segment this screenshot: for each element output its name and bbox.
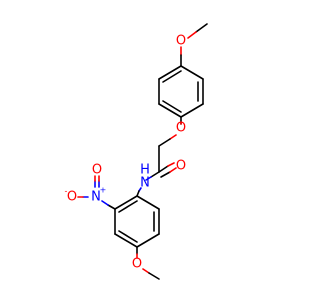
bond-methyl-top: [195, 23, 208, 33]
ring1-bond-ab: [180, 65, 204, 80]
atom-o-methoxy-top: O: [176, 34, 186, 49]
bond-c-n-b: [145, 176, 152, 181]
atom-o-nitro-left: O: [67, 190, 77, 205]
ring2-bond-st-inner: [118, 230, 138, 243]
bond-ether-ch2-a: [169, 134, 177, 140]
bond-o-methyl-bottom-a: [142, 268, 150, 274]
ring2-bond-rs: [136, 233, 160, 248]
atom-o-carbonyl: O: [176, 159, 186, 174]
charge-o-nitro-left: -: [65, 187, 68, 196]
ring2-bond-up-inner: [118, 200, 138, 213]
ring1-bond-de: [158, 103, 182, 118]
label-layer: O O O N H N + O O - O: [65, 34, 187, 272]
ring1-bond-de-inner: [162, 100, 182, 113]
atom-h-amide: H: [140, 163, 150, 178]
bond-ring-nitro-b: [101, 200, 109, 206]
bond-o-methyl-bottom-b: [148, 272, 160, 280]
charge-n-nitro: +: [100, 186, 107, 195]
ring2-bond-up: [114, 195, 138, 210]
bond-methyl-top-o: [187, 31, 197, 39]
bond-co-a: [158, 165, 169, 173]
atom-o-ether: O: [176, 121, 186, 136]
ring1-bond-fa-inner: [162, 70, 182, 83]
bond-ether-ch2-b: [158, 138, 171, 147]
atom-n-nitro: N: [91, 190, 101, 205]
ring1-bond-cd: [180, 103, 204, 118]
bond-layer: [77, 23, 208, 280]
ring2-bond-pq: [136, 195, 160, 210]
bond-co2-b: [169, 167, 177, 173]
atom-o-nitro-top: O: [92, 163, 102, 178]
bond-co-b: [167, 162, 175, 167]
bond-c-n-a: [150, 171, 160, 178]
bond-ring-nitro-a: [107, 204, 116, 210]
ring1-bond-fa: [158, 65, 182, 80]
molecule-diagram: O O O N H N + O O - O: [65, 23, 208, 280]
structure-svg: O O O N H N + O O - O: [65, 23, 208, 280]
bond-n-ring-b: [136, 190, 140, 197]
ring2-bond-st: [114, 233, 138, 248]
atom-o-methoxy-bottom: O: [132, 257, 142, 272]
atom-n-amide: N: [140, 176, 150, 191]
bond-co2-a: [160, 171, 171, 178]
